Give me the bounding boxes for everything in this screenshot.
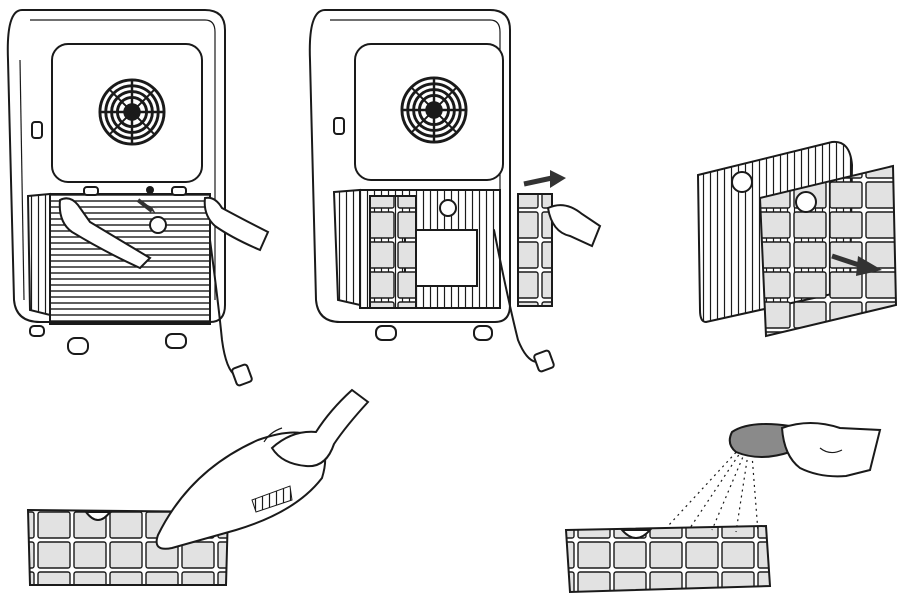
hand-pull bbox=[548, 205, 600, 246]
filter-frame-left bbox=[370, 196, 416, 308]
power-cord bbox=[210, 240, 236, 376]
hand-wash bbox=[782, 423, 880, 476]
fan-icon-2 bbox=[402, 78, 466, 142]
panel-remove-grille bbox=[8, 10, 268, 386]
panel-wash-filter bbox=[566, 423, 880, 592]
wheels bbox=[30, 326, 186, 354]
water-spray bbox=[668, 448, 758, 532]
fan-icon bbox=[100, 80, 164, 144]
filter-flat-2 bbox=[566, 526, 770, 592]
panel-separate-filter bbox=[698, 142, 896, 336]
panel-vacuum-filter bbox=[28, 390, 368, 585]
hand-right bbox=[205, 198, 268, 250]
filter-removed bbox=[518, 194, 552, 306]
panel-pull-filter bbox=[310, 10, 600, 372]
arrow-icon-2 bbox=[550, 170, 566, 188]
hand-vacuum bbox=[272, 390, 368, 466]
handle-icon bbox=[32, 122, 42, 138]
